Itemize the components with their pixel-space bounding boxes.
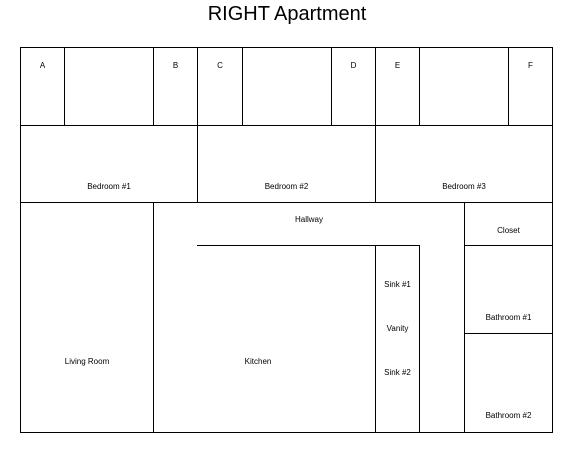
bathroom2-label: Bathroom #2 <box>486 411 532 420</box>
diagram-title: RIGHT Apartment <box>207 3 367 25</box>
closet-b <box>153 47 198 126</box>
bedroom3-label: Bedroom #3 <box>442 182 486 191</box>
bedroom1-label: Bedroom #1 <box>87 182 131 191</box>
sink2-label: Sink #2 <box>384 368 411 377</box>
closet-c-label: C <box>217 61 223 70</box>
outer-wall <box>20 47 553 433</box>
closet-f-label: F <box>528 61 533 70</box>
kitchen-label: Kitchen <box>245 357 272 366</box>
closet-d-label: D <box>351 61 357 70</box>
closet-a <box>20 47 65 126</box>
closet-e-label: E <box>395 61 400 70</box>
closet-label: Closet <box>497 226 520 235</box>
closet-b-label: B <box>173 61 178 70</box>
hallway-label: Hallway <box>295 215 323 224</box>
closet-d <box>331 47 376 126</box>
sink1-label: Sink #1 <box>384 280 411 289</box>
closet-e <box>375 47 420 126</box>
bedroom2-label: Bedroom #2 <box>265 182 309 191</box>
closet-a-label: A <box>40 61 46 70</box>
living-room-label: Living Room <box>65 357 110 366</box>
closet-f <box>508 47 553 126</box>
vanity-label: Vanity <box>387 324 409 333</box>
bathroom1-label: Bathroom #1 <box>486 313 532 322</box>
closet-c <box>197 47 243 126</box>
